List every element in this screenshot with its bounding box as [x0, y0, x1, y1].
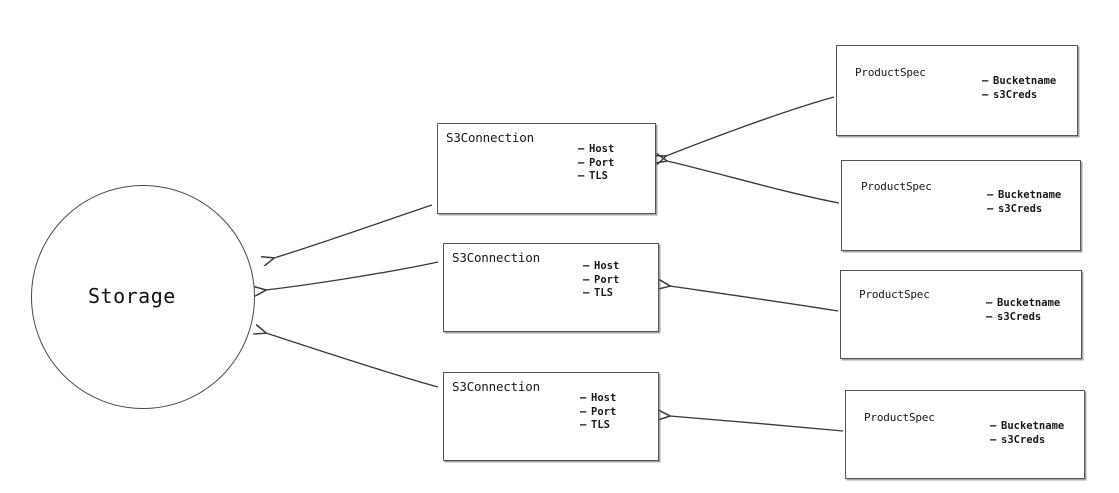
- attribute-row: –s3Creds: [986, 311, 1060, 325]
- attribute-row: –s3Creds: [987, 203, 1061, 217]
- dash-icon: –: [986, 297, 993, 309]
- node-product-spec-3-title: ProductSpec: [859, 288, 930, 301]
- node-s3-connection-3[interactable]: [443, 372, 659, 461]
- dash-icon: –: [986, 310, 993, 323]
- edge-product-spec-3-to-s3-connection-2: [670, 286, 839, 312]
- dash-icon: –: [583, 273, 590, 286]
- node-storage[interactable]: [31, 185, 255, 409]
- attribute-row: –Host: [583, 260, 619, 274]
- attribute-label: s3Creds: [993, 88, 1038, 101]
- edge-s3-connection-2-to-storage: [266, 261, 439, 290]
- attribute-label: Bucketname: [993, 75, 1057, 87]
- node-s3-connection-2-attributes: –Host –Port –TLS: [583, 260, 619, 301]
- attribute-row: –Host: [580, 392, 616, 406]
- attribute-label: TLS: [591, 419, 610, 431]
- attribute-label: Port: [591, 405, 617, 418]
- node-product-spec-4-title: ProductSpec: [864, 411, 935, 424]
- dash-icon: –: [583, 287, 590, 299]
- node-product-spec-4-attributes: –Bucketname –s3Creds: [990, 420, 1064, 447]
- attribute-row: –Bucketname: [987, 189, 1061, 203]
- attribute-label: s3Creds: [997, 310, 1042, 323]
- attribute-row: –Port: [583, 274, 619, 288]
- node-s3-connection-1-attributes: –Host –Port –TLS: [578, 143, 614, 184]
- attribute-row: –s3Creds: [982, 89, 1056, 103]
- attribute-label: Host: [591, 392, 617, 404]
- node-s3-connection-3-attributes: –Host –Port –TLS: [580, 392, 616, 433]
- attribute-label: Bucketname: [998, 189, 1062, 201]
- attribute-row: –Port: [580, 406, 616, 420]
- dash-icon: –: [987, 189, 994, 201]
- node-s3-connection-3-title: S3Connection: [452, 379, 540, 394]
- attribute-row: –Bucketname: [982, 75, 1056, 89]
- node-product-spec-2[interactable]: [841, 160, 1081, 251]
- dash-icon: –: [580, 419, 587, 431]
- node-product-spec-3[interactable]: [840, 270, 1082, 359]
- attribute-label: s3Creds: [1001, 433, 1046, 446]
- edge-s3-connection-1-to-storage: [274, 204, 433, 258]
- node-product-spec-1-title: ProductSpec: [855, 66, 926, 79]
- node-s3-connection-2[interactable]: [443, 243, 659, 332]
- dash-icon: –: [578, 156, 585, 169]
- attribute-label: Port: [589, 156, 615, 169]
- node-s3-connection-1[interactable]: [437, 123, 656, 214]
- node-product-spec-2-title: ProductSpec: [861, 180, 932, 193]
- node-s3-connection-1-title: S3Connection: [446, 130, 534, 145]
- dash-icon: –: [987, 202, 994, 215]
- edge-s3-connection-3-to-storage: [266, 333, 439, 388]
- attribute-row: –TLS: [580, 419, 616, 433]
- dash-icon: –: [578, 170, 585, 182]
- dash-icon: –: [578, 143, 585, 155]
- dash-icon: –: [990, 420, 997, 432]
- attribute-row: –TLS: [578, 170, 614, 184]
- node-product-spec-4[interactable]: [845, 390, 1085, 479]
- node-product-spec-3-attributes: –Bucketname –s3Creds: [986, 297, 1060, 324]
- dash-icon: –: [982, 75, 989, 87]
- attribute-label: Bucketname: [997, 297, 1061, 309]
- attribute-label: Port: [594, 273, 620, 286]
- node-product-spec-1-attributes: –Bucketname –s3Creds: [982, 75, 1056, 102]
- node-storage-label: Storage: [88, 284, 176, 308]
- attribute-label: Host: [589, 143, 615, 155]
- attribute-row: –Bucketname: [990, 420, 1064, 434]
- attribute-label: Host: [594, 260, 620, 272]
- node-product-spec-2-attributes: –Bucketname –s3Creds: [987, 189, 1061, 216]
- node-product-spec-1[interactable]: [836, 45, 1078, 136]
- attribute-label: TLS: [589, 170, 608, 182]
- attribute-row: –Port: [578, 157, 614, 171]
- attribute-row: –TLS: [583, 287, 619, 301]
- dash-icon: –: [580, 392, 587, 404]
- dash-icon: –: [583, 260, 590, 272]
- edge-product-spec-4-to-s3-connection-3: [670, 416, 844, 432]
- attribute-row: –Host: [578, 143, 614, 157]
- edge-product-spec-2-to-s3-connection-1: [667, 161, 840, 204]
- edge-product-spec-1-to-s3-connection-1: [666, 96, 835, 156]
- attribute-label: Bucketname: [1001, 420, 1065, 432]
- dash-icon: –: [580, 405, 587, 418]
- dash-icon: –: [990, 433, 997, 446]
- dash-icon: –: [982, 88, 989, 101]
- attribute-row: –s3Creds: [990, 434, 1064, 448]
- attribute-row: –Bucketname: [986, 297, 1060, 311]
- attribute-label: TLS: [594, 287, 613, 299]
- node-s3-connection-2-title: S3Connection: [452, 250, 540, 265]
- attribute-label: s3Creds: [998, 202, 1043, 215]
